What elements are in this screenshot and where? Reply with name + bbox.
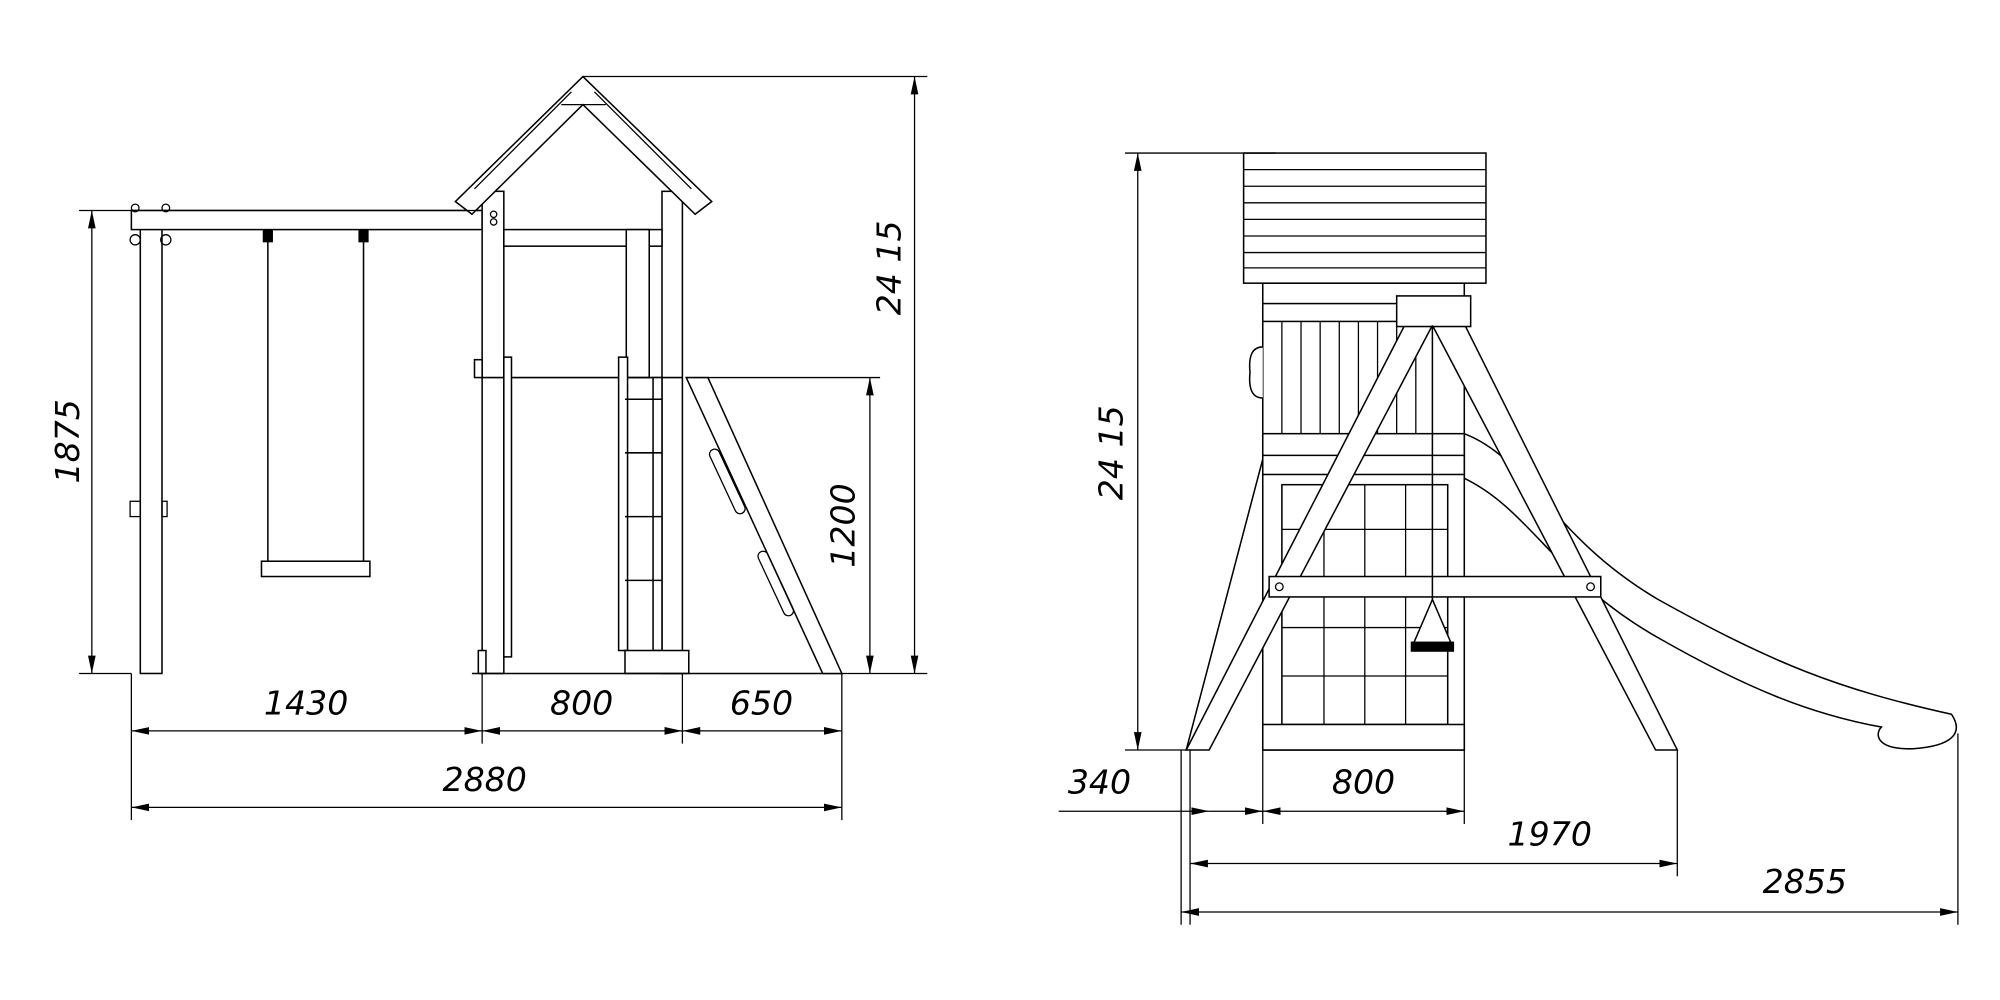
dim-label-1200: 1200 <box>824 483 863 567</box>
tower-side <box>471 190 842 675</box>
slide <box>1463 432 1958 750</box>
dim-2415-front: 24 15 <box>1091 152 1276 751</box>
dim-label-340: 340 <box>1068 762 1131 801</box>
dim-label-2415-side: 24 15 <box>870 220 909 315</box>
dim-1875: 1875 <box>48 209 483 675</box>
dim-label-650: 650 <box>730 683 793 722</box>
swing-post <box>129 203 483 675</box>
climbing-ramp <box>685 376 844 675</box>
dim-label-1970: 1970 <box>1508 815 1592 854</box>
dim-horizontal-front: 340 800 1970 2855 <box>1058 733 1959 925</box>
roof-front <box>1242 152 1487 284</box>
dim-label-800-side: 800 <box>550 683 613 722</box>
dim-label-2880: 2880 <box>442 760 526 799</box>
dim-2415-side: 24 15 <box>582 75 928 675</box>
dim-label-1875: 1875 <box>48 399 87 483</box>
trapeze <box>1410 325 1455 652</box>
roof-side <box>454 75 713 216</box>
ladder <box>617 356 690 675</box>
dim-label-1430: 1430 <box>264 683 348 722</box>
dim-label-800-front: 800 <box>1332 762 1395 801</box>
dim-horizontal-side: 1430 800 650 2880 <box>130 673 843 821</box>
side-view: 1875 24 15 1200 1430 800 650 2880 <box>48 75 928 821</box>
dim-label-2415-front: 24 15 <box>1091 405 1130 500</box>
swing <box>260 229 371 578</box>
dim-1200: 1200 <box>707 376 881 674</box>
front-view: 24 15 340 800 1970 2855 <box>1058 152 1959 925</box>
dim-label-2855: 2855 <box>1763 862 1847 901</box>
